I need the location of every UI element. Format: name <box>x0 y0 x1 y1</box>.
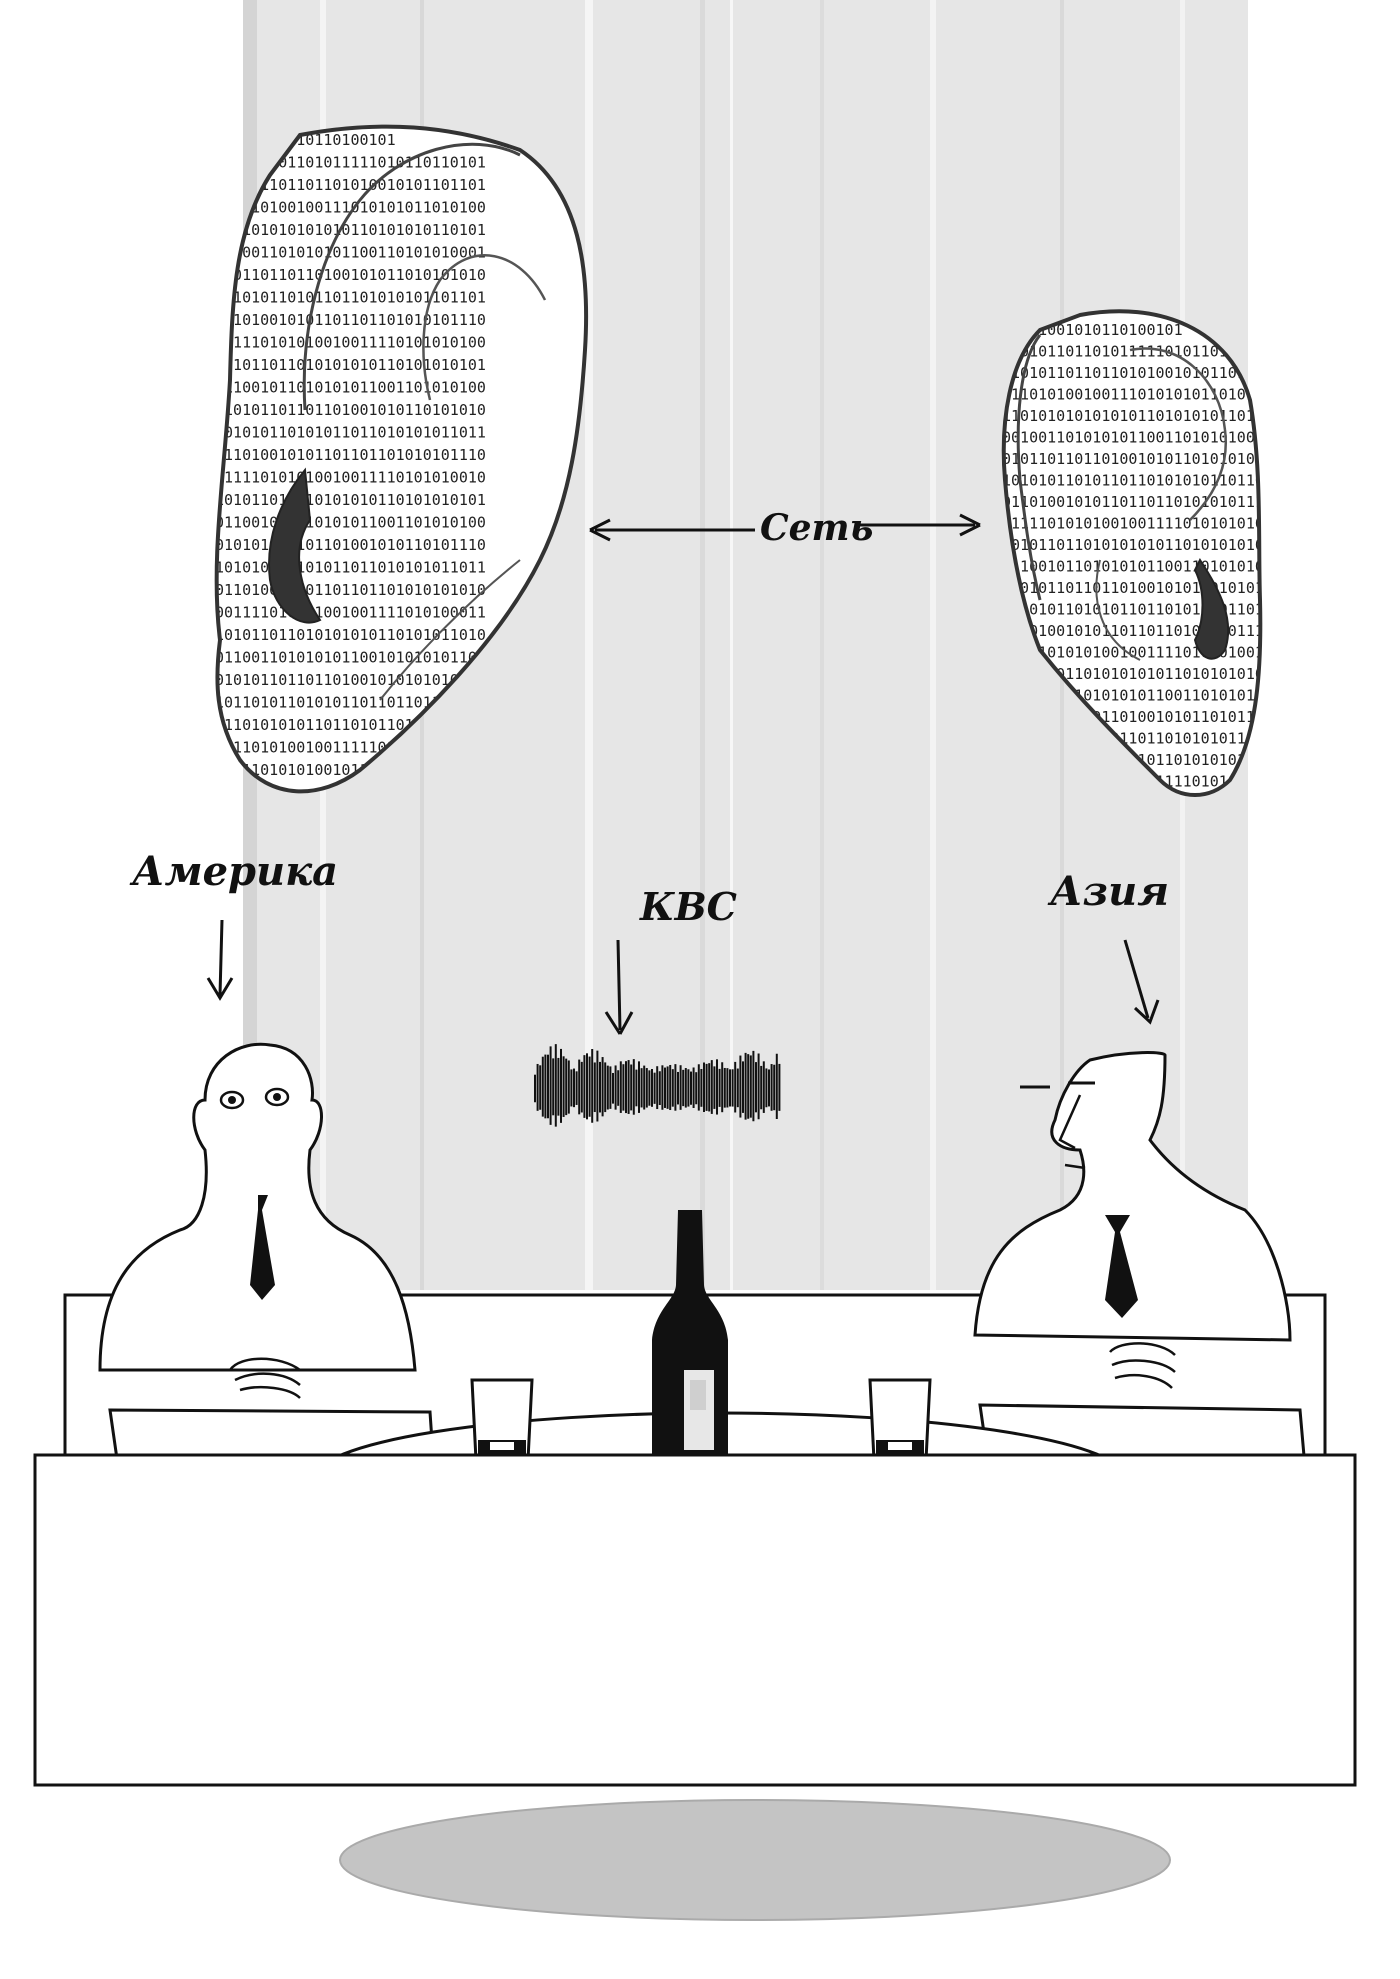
binary-row: 101010110101101101010101101101 <box>215 289 486 307</box>
binary-row: 001111010101001001111010100011 <box>215 604 486 622</box>
binary-row: 010101101101101001010101010110 <box>215 671 486 689</box>
binary-row: 011110101010010011110101010010 <box>1002 644 1273 662</box>
network-connector: Сеть <box>589 507 981 549</box>
kvs-callout: КВС <box>604 884 737 1035</box>
binary-row: 110101010101010110101010110101 <box>215 221 486 239</box>
binary-row: 010101101101101001010110101010 <box>215 401 486 419</box>
america-label: Америка <box>129 848 338 895</box>
binary-row: 011110101010010011110101010100 <box>1002 515 1273 533</box>
binary-row: 011001011010101011001101010100 <box>215 514 486 532</box>
left-ear-binary: 0110100101011010010111010110110101111101… <box>215 131 486 779</box>
binary-row: 101011011010101010110101011010 <box>215 626 486 644</box>
binary-row: 011010010101101101101010101010 <box>215 581 486 599</box>
binary-row: 110101101101011111010110110101 <box>1002 343 1273 361</box>
binary-row: 011001101010101100101010101100 <box>215 649 486 667</box>
binary-row: 010110110110100101011010101010 <box>215 266 486 284</box>
binary-row: 001001101010101100110101010001 <box>215 244 486 262</box>
glass-icon <box>470 1378 534 1462</box>
bottle-icon <box>652 1210 728 1474</box>
binary-row: 010101101101101001010110101010 <box>1002 579 1273 597</box>
right-ear-binary: 0110100101011010010111010110110101111101… <box>1002 321 1273 791</box>
binary-row: 001001101010101100110101010001 <box>1002 429 1273 447</box>
binary-row: 101010110101011011010101011011 <box>215 559 486 577</box>
binary-row: 101011011010101010110101010101 <box>215 491 486 509</box>
binary-row: 110101010101010110101010110101 <box>1002 407 1273 425</box>
right-ear-icon: 0110100101011010010111010110110101111101… <box>1001 309 1273 797</box>
binary-row: 011010100100111010101011010100 <box>1002 386 1273 404</box>
binary-row: 011110101010010011110101010010 <box>215 469 486 487</box>
left-ear-icon: 0110100101011010010111010110110101111101… <box>214 124 589 794</box>
asia-label: Азия <box>1047 868 1169 915</box>
sofa-front <box>33 1453 1357 1787</box>
floor-shadow <box>339 1799 1171 1921</box>
kvs-label: КВС <box>639 884 737 929</box>
america-callout: Америка <box>129 848 338 1001</box>
binary-row: 011001011010101011001101010100 <box>215 379 486 397</box>
binary-row: 101010110101101101010101101101 <box>1002 472 1273 490</box>
sound-wave-icon <box>534 1044 781 1127</box>
binary-row: 101010110101011011010101011011 <box>215 424 486 442</box>
binary-row: 010101101101101001010110101110 <box>215 536 486 554</box>
network-label: Сеть <box>760 507 873 549</box>
binary-row: 011110101010010011110101010100 <box>215 334 486 352</box>
binary-row: 011010010101101101101010101110 <box>215 446 486 464</box>
binary-row: 011010010101101101101010101110 <box>215 311 486 329</box>
binary-row: 101101011010101101101101101011 <box>215 694 486 712</box>
glass-icon-right <box>868 1378 932 1462</box>
binary-row: 101011011010101010110101010101 <box>1002 665 1273 683</box>
binary-row: 011010010101101101101010101110 <box>1002 622 1273 640</box>
binary-row: 101011011010101010110101010101 <box>215 356 486 374</box>
binary-row: 101011011010101010110101010101 <box>1002 536 1273 554</box>
binary-row: 010101101101101010010101101101 <box>1002 364 1273 382</box>
binary-row: 011010100100111010101011010100 <box>215 199 486 217</box>
binary-row: 010110110110100101011010101010 <box>1002 450 1273 468</box>
binary-row: 011010010101101101101010101110 <box>1002 493 1273 511</box>
binary-row: 101010110101011011010101011011 <box>1002 601 1273 619</box>
binary-row: 010101101101101010010101101101 <box>215 176 486 194</box>
binary-row: 011001011010101011001101010100 <box>1002 558 1273 576</box>
asia-callout: Азия <box>1047 868 1169 1025</box>
